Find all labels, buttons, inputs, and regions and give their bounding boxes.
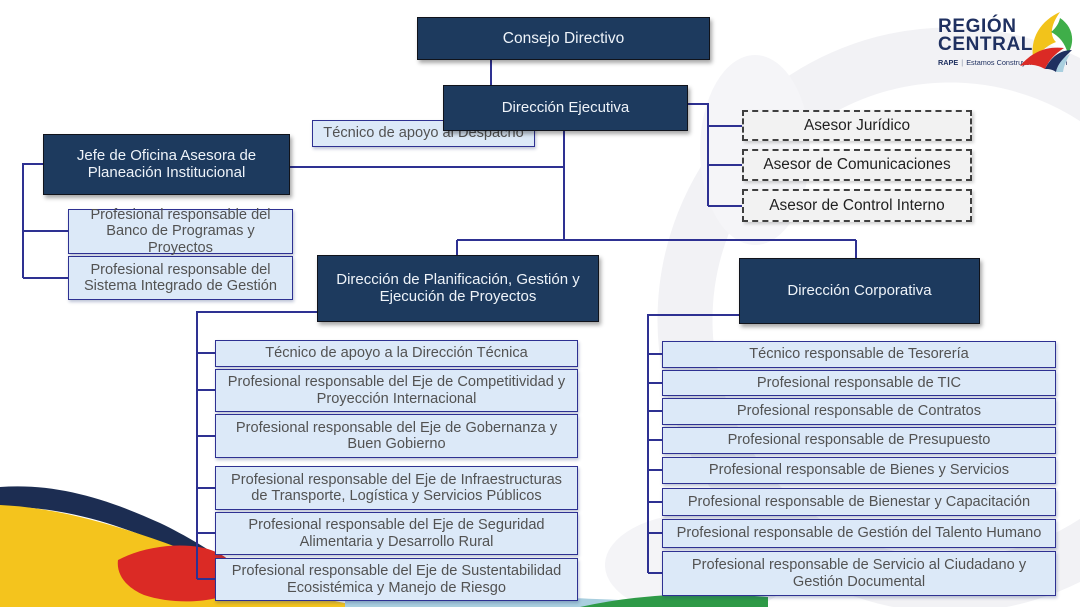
- logo-word-central: CENTRAL: [938, 34, 1033, 56]
- node-prof-eje-seguridad-alimentaria: Profesional responsable del Eje de Segur…: [215, 512, 578, 555]
- node-asesor-juridico: Asesor Jurídico: [742, 110, 972, 141]
- logo-word-region: REGIÓN: [938, 16, 1017, 37]
- node-direccion-ejecutiva: Dirección Ejecutiva: [443, 85, 688, 131]
- region-central-logo: REGIÓN CENTRAL RAPE|Estamos Construyendo…: [938, 12, 1078, 72]
- node-asesor-comunicaciones: Asesor de Comunicaciones: [742, 149, 972, 181]
- node-asesor-control-interno: Asesor de Control Interno: [742, 189, 972, 222]
- flame-icon: [1020, 12, 1073, 72]
- node-prof-eje-sustentabilidad: Profesional responsable del Eje de Suste…: [215, 558, 578, 601]
- logo-tagline: RAPE|Estamos Construyendo Región: [938, 58, 1078, 67]
- node-prof-bienestar-capacitacion: Profesional responsable de Bienestar y C…: [662, 488, 1056, 516]
- node-prof-talento-humano: Profesional responsable de Gestión del T…: [662, 519, 1056, 548]
- node-jefe-oficina-planeacion: Jefe de Oficina Asesora de Planeación In…: [43, 134, 290, 195]
- node-direccion-planificacion: Dirección de Planificación, Gestión y Ej…: [317, 255, 599, 322]
- node-prof-contratos: Profesional responsable de Contratos: [662, 398, 1056, 425]
- node-tecnico-tesoreria: Técnico responsable de Tesorería: [662, 341, 1056, 368]
- logo-tagline-text: Estamos Construyendo Región: [966, 58, 1068, 68]
- node-direccion-corporativa: Dirección Corporativa: [739, 258, 980, 324]
- node-prof-banco-programas: Profesional responsable del Banco de Pro…: [68, 207, 293, 256]
- navy-brushstroke: [0, 486, 234, 580]
- node-tecnico-direccion-tecnica: Técnico de apoyo a la Dirección Técnica: [215, 340, 578, 367]
- node-prof-sistema-integrado: Profesional responsable del Sistema Inte…: [68, 256, 293, 300]
- node-prof-presupuesto: Profesional responsable de Presupuesto: [662, 427, 1056, 454]
- logo-tagline-rape: RAPE: [938, 58, 959, 68]
- node-consejo-directivo: Consejo Directivo: [417, 17, 710, 60]
- node-prof-servicio-ciudadano: Profesional responsable de Servicio al C…: [662, 551, 1056, 596]
- node-prof-eje-competitividad: Profesional responsable del Eje de Compe…: [215, 369, 578, 412]
- red-paint-blob: [117, 545, 238, 602]
- node-prof-tic: Profesional responsable de TIC: [662, 370, 1056, 396]
- node-prof-eje-gobernanza: Profesional responsable del Eje de Gober…: [215, 414, 578, 458]
- node-prof-eje-infraestructuras: Profesional responsable del Eje de Infra…: [215, 466, 578, 510]
- node-prof-bienes-servicios: Profesional responsable de Bienes y Serv…: [662, 457, 1056, 484]
- green-strip: [580, 594, 768, 607]
- logo-tagline-separator: |: [961, 58, 964, 68]
